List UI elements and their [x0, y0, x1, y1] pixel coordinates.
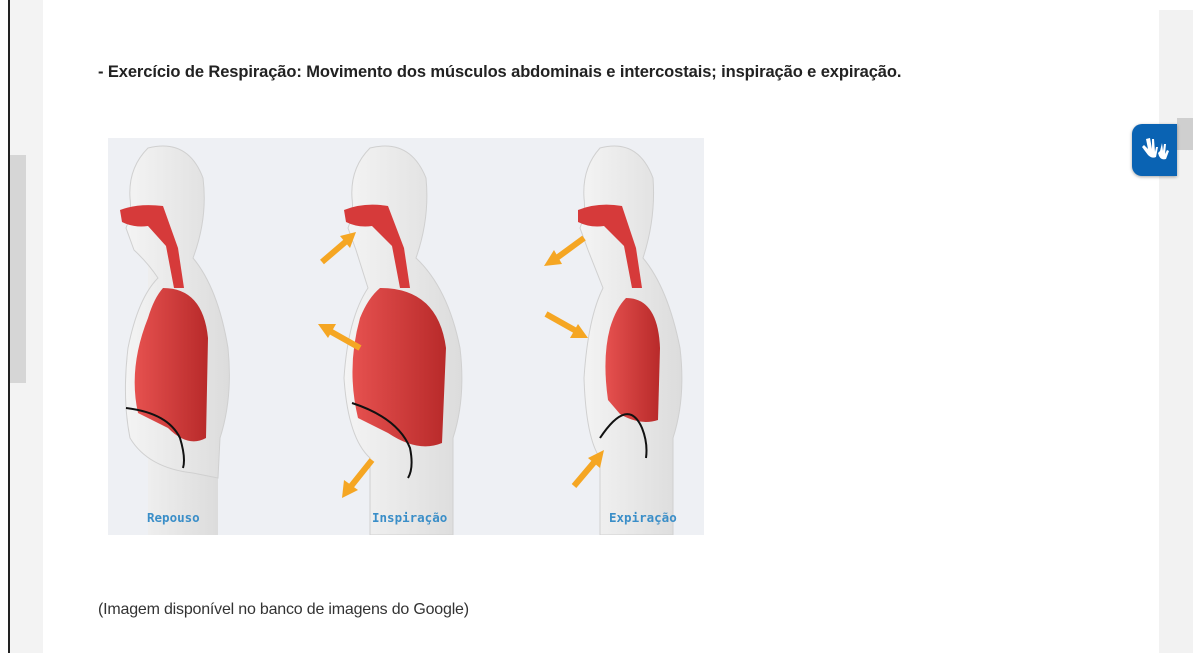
right-scrollbar-track[interactable]: [1159, 10, 1193, 653]
right-scrollbar-thumb[interactable]: [1177, 118, 1193, 150]
exhale-arrow-nose: [554, 238, 584, 260]
exhale-arrow-abdomen: [574, 460, 596, 486]
breathing-figure: Repouso Inspiração Expiração: [108, 138, 704, 535]
article-heading: - Exercício de Respiração: Movimento dos…: [98, 63, 901, 82]
breathing-illustration: [108, 138, 704, 535]
exhale-arrow-chest: [546, 314, 578, 332]
left-scrollbar-thumb[interactable]: [10, 155, 26, 383]
label-inhale: Inspiração: [372, 510, 447, 525]
figure-rest: [120, 146, 229, 535]
sign-language-hands-icon: [1140, 135, 1170, 165]
label-exhale: Expiração: [609, 510, 677, 525]
figure-exhale: [544, 146, 682, 535]
accessibility-sign-language-button[interactable]: [1132, 124, 1177, 176]
figure-inhale: [318, 146, 462, 535]
image-credit: (Imagem disponível no banco de imagens d…: [98, 601, 469, 619]
label-rest: Repouso: [147, 510, 200, 525]
